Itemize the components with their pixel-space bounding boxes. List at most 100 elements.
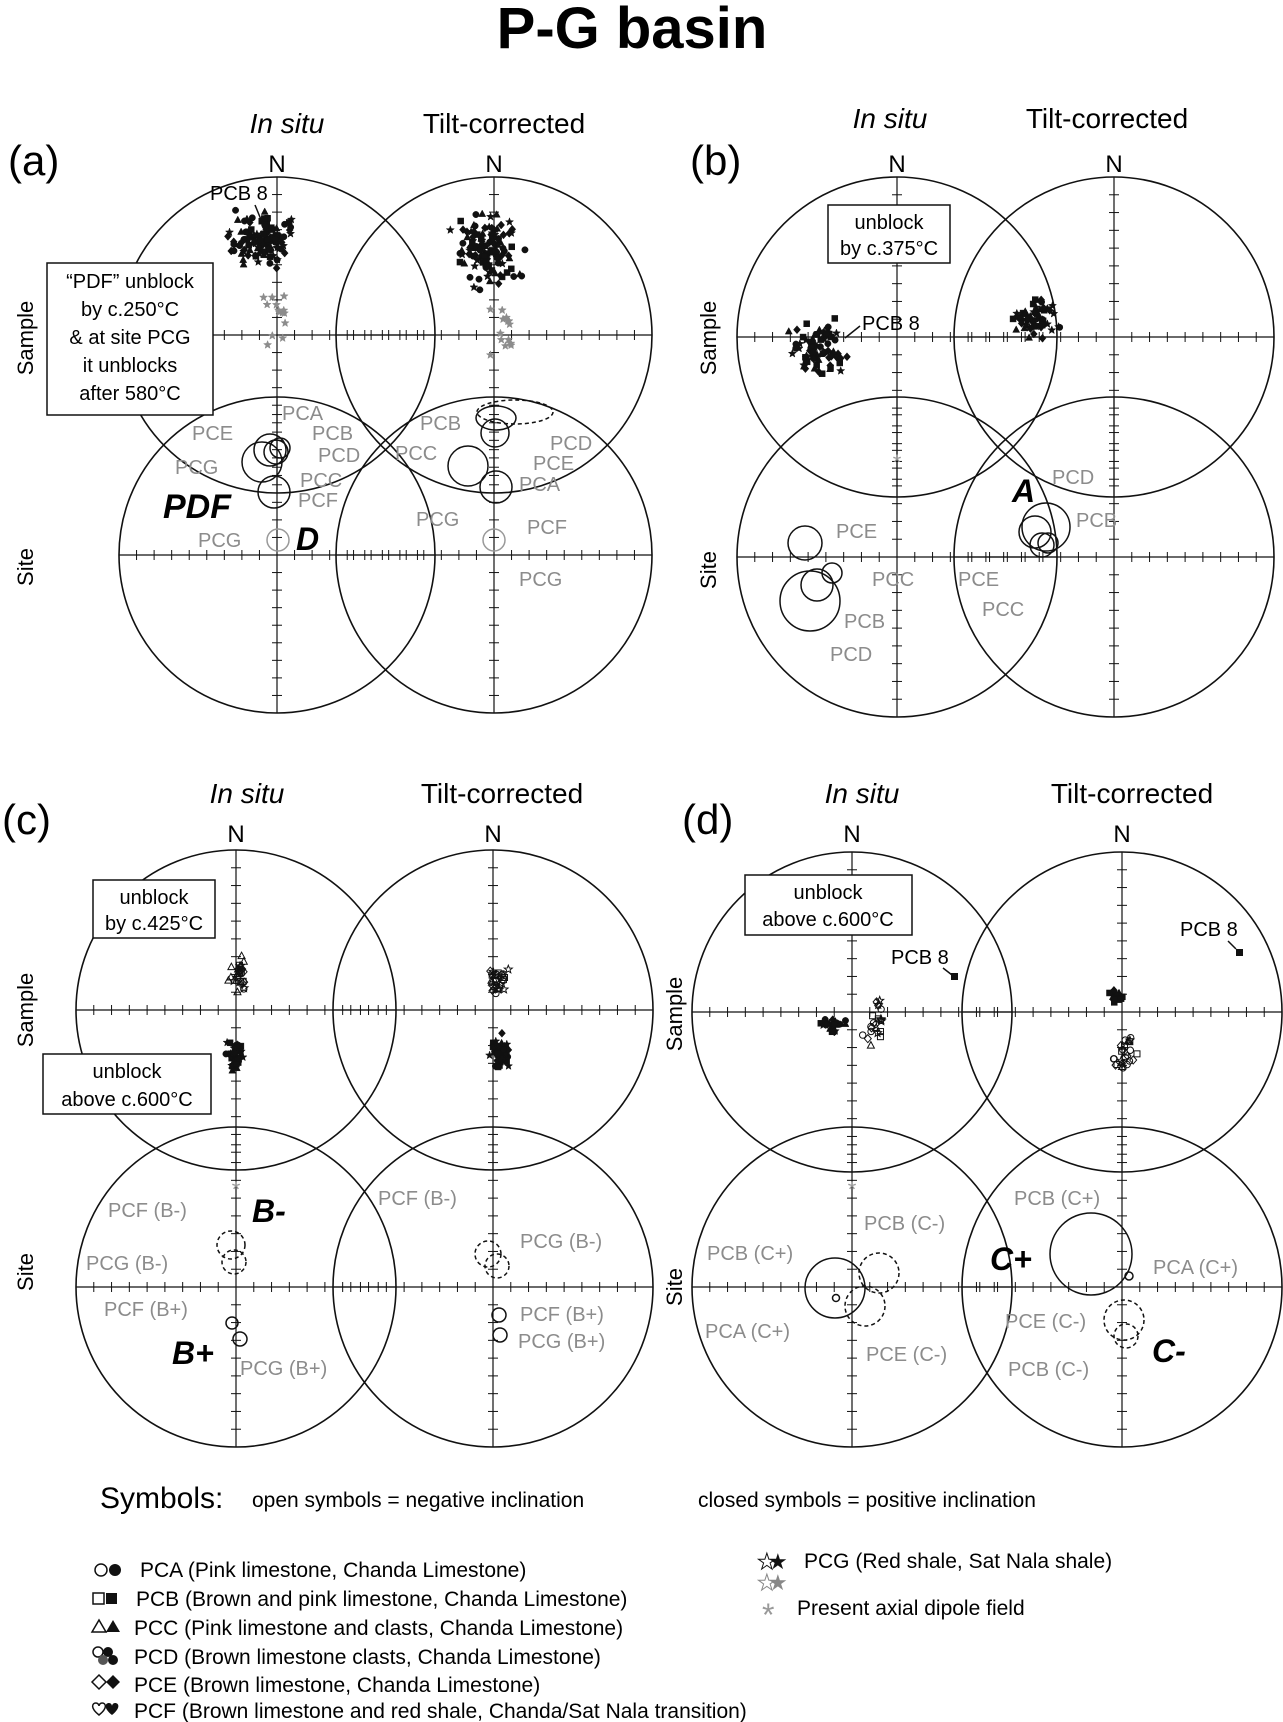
sample-direction-point xyxy=(243,214,251,222)
sample-direction-point xyxy=(485,276,494,285)
confidence-circle xyxy=(1029,532,1055,558)
site-label: PCE (C-) xyxy=(1005,1311,1086,1333)
sample-direction-point xyxy=(1049,308,1059,318)
site-label: PCB xyxy=(312,423,353,445)
leader-line xyxy=(1227,940,1237,950)
note-line: after 580°C xyxy=(79,383,180,405)
site-label: PCG (B+) xyxy=(518,1331,605,1353)
confidence-circle xyxy=(844,1285,886,1327)
sample-direction-point xyxy=(487,975,496,984)
site-label: PCD xyxy=(550,433,592,455)
sample-direction-point xyxy=(824,340,832,348)
sample-direction-point xyxy=(491,1036,501,1046)
sample-direction-point xyxy=(1056,323,1064,331)
site-label: PCB (C+) xyxy=(707,1243,793,1265)
legend-item: PCA (Pink limestone, Chanda Limestone) xyxy=(140,1559,526,1582)
sample-direction-point xyxy=(485,350,496,359)
sample-direction-point xyxy=(267,330,277,340)
sample-direction-point xyxy=(497,305,507,315)
sample-direction-point xyxy=(1036,304,1044,313)
svg-text:*: * xyxy=(762,1597,774,1633)
sample-direction-point xyxy=(495,1055,505,1065)
sample-point-pcb8 xyxy=(951,973,958,980)
sample-direction-point xyxy=(508,265,515,273)
sample-direction-point xyxy=(818,334,827,342)
legend-item: PCE (Brown limestone, Chanda Limestone) xyxy=(134,1674,540,1697)
legend-closed: closed symbols = positive inclination xyxy=(698,1489,1036,1512)
north-label: N xyxy=(227,821,244,848)
sample-direction-point xyxy=(1017,318,1026,328)
site-label: PCA (C+) xyxy=(1153,1257,1238,1279)
sample-direction-point xyxy=(253,242,263,252)
sample-direction-point xyxy=(1037,295,1046,305)
confidence-circle xyxy=(1021,502,1071,552)
stereonet-tilt-site xyxy=(953,396,1275,718)
panel-a-letter: (a) xyxy=(8,137,59,184)
site-label: PCF (B+) xyxy=(520,1304,604,1326)
sample-direction-point xyxy=(445,225,455,234)
north-label: N xyxy=(485,151,502,178)
sample-direction-point xyxy=(469,232,477,242)
site-label: PCC xyxy=(982,599,1024,621)
sample-direction-point xyxy=(831,328,842,338)
sample-direction-point xyxy=(494,1050,501,1057)
site-label: PCB (C-) xyxy=(1008,1359,1089,1381)
sample-direction-point xyxy=(871,1019,881,1029)
site-label: PCF xyxy=(527,517,567,539)
sample-direction-point xyxy=(822,330,830,338)
sample-direction-point xyxy=(510,273,518,280)
confidence-circle xyxy=(800,568,834,602)
sample-direction-point xyxy=(250,231,259,239)
sample-direction-point xyxy=(1133,1050,1141,1058)
sample-direction-point xyxy=(488,267,496,274)
scatter-tilt-d-filled xyxy=(1106,985,1126,1006)
confidence-circle xyxy=(475,405,517,431)
confidence-circle xyxy=(232,1331,248,1347)
sample-direction-point xyxy=(272,254,283,264)
legend-item: PCB (Brown and pink limestone, Chanda Li… xyxy=(136,1588,627,1611)
scatter-insitu-c-down xyxy=(222,1037,248,1074)
leader-line xyxy=(844,325,861,339)
sample-direction-point xyxy=(521,246,529,254)
note-line: & at site PCG xyxy=(69,327,190,349)
site-label: PCE xyxy=(836,521,877,543)
sample-direction-point xyxy=(268,224,275,231)
sample-direction-point xyxy=(810,348,817,356)
note-box xyxy=(42,1053,212,1115)
north-label: N xyxy=(888,151,905,178)
square-icon xyxy=(92,1592,117,1605)
sample-direction-point xyxy=(813,331,821,338)
legend-item: PCF (Brown limestone and red shale, Chan… xyxy=(134,1700,747,1722)
sample-direction-point xyxy=(280,233,288,241)
sample-direction-point xyxy=(500,340,511,350)
sample-direction-point xyxy=(492,989,500,998)
site-label: PCE (C-) xyxy=(866,1344,947,1366)
asterisk-icon: * xyxy=(762,1597,774,1633)
confidence-circle xyxy=(216,1230,246,1260)
sample-label-pcb8: PCB 8 xyxy=(1180,919,1238,941)
panel-b-insitu-title: In situ xyxy=(853,103,928,134)
sample-direction-point xyxy=(1121,1047,1131,1056)
sample-direction-point xyxy=(490,232,500,242)
sample-direction-point xyxy=(503,1061,514,1070)
panel-a-tilt-title: Tilt-corrected xyxy=(423,108,585,139)
scatter-insitu-b xyxy=(784,315,851,377)
sample-direction-point xyxy=(460,259,469,267)
sample-direction-point xyxy=(503,269,511,276)
sample-direction-point xyxy=(810,364,819,372)
scatter-tilt-c-down xyxy=(484,1028,514,1071)
site-label: PCG xyxy=(416,509,459,531)
sample-direction-point xyxy=(230,247,238,255)
legend-open: open symbols = negative inclination xyxy=(252,1489,584,1512)
legend-item: PCG (Red shale, Sat Nala shale) xyxy=(804,1550,1112,1573)
sample-direction-point xyxy=(1029,306,1039,316)
site-label: PCB (C+) xyxy=(1014,1188,1100,1210)
confidence-circle xyxy=(858,1252,900,1294)
sample-direction-point xyxy=(487,228,497,238)
site-axis-label: Site xyxy=(696,551,721,589)
confidence-circle xyxy=(1103,1299,1145,1341)
confidence-circles-tilt-c xyxy=(474,1240,510,1343)
confidence-circle xyxy=(476,399,554,425)
component-label-b-minus: B- xyxy=(252,1193,286,1229)
sample-direction-point xyxy=(476,286,484,294)
